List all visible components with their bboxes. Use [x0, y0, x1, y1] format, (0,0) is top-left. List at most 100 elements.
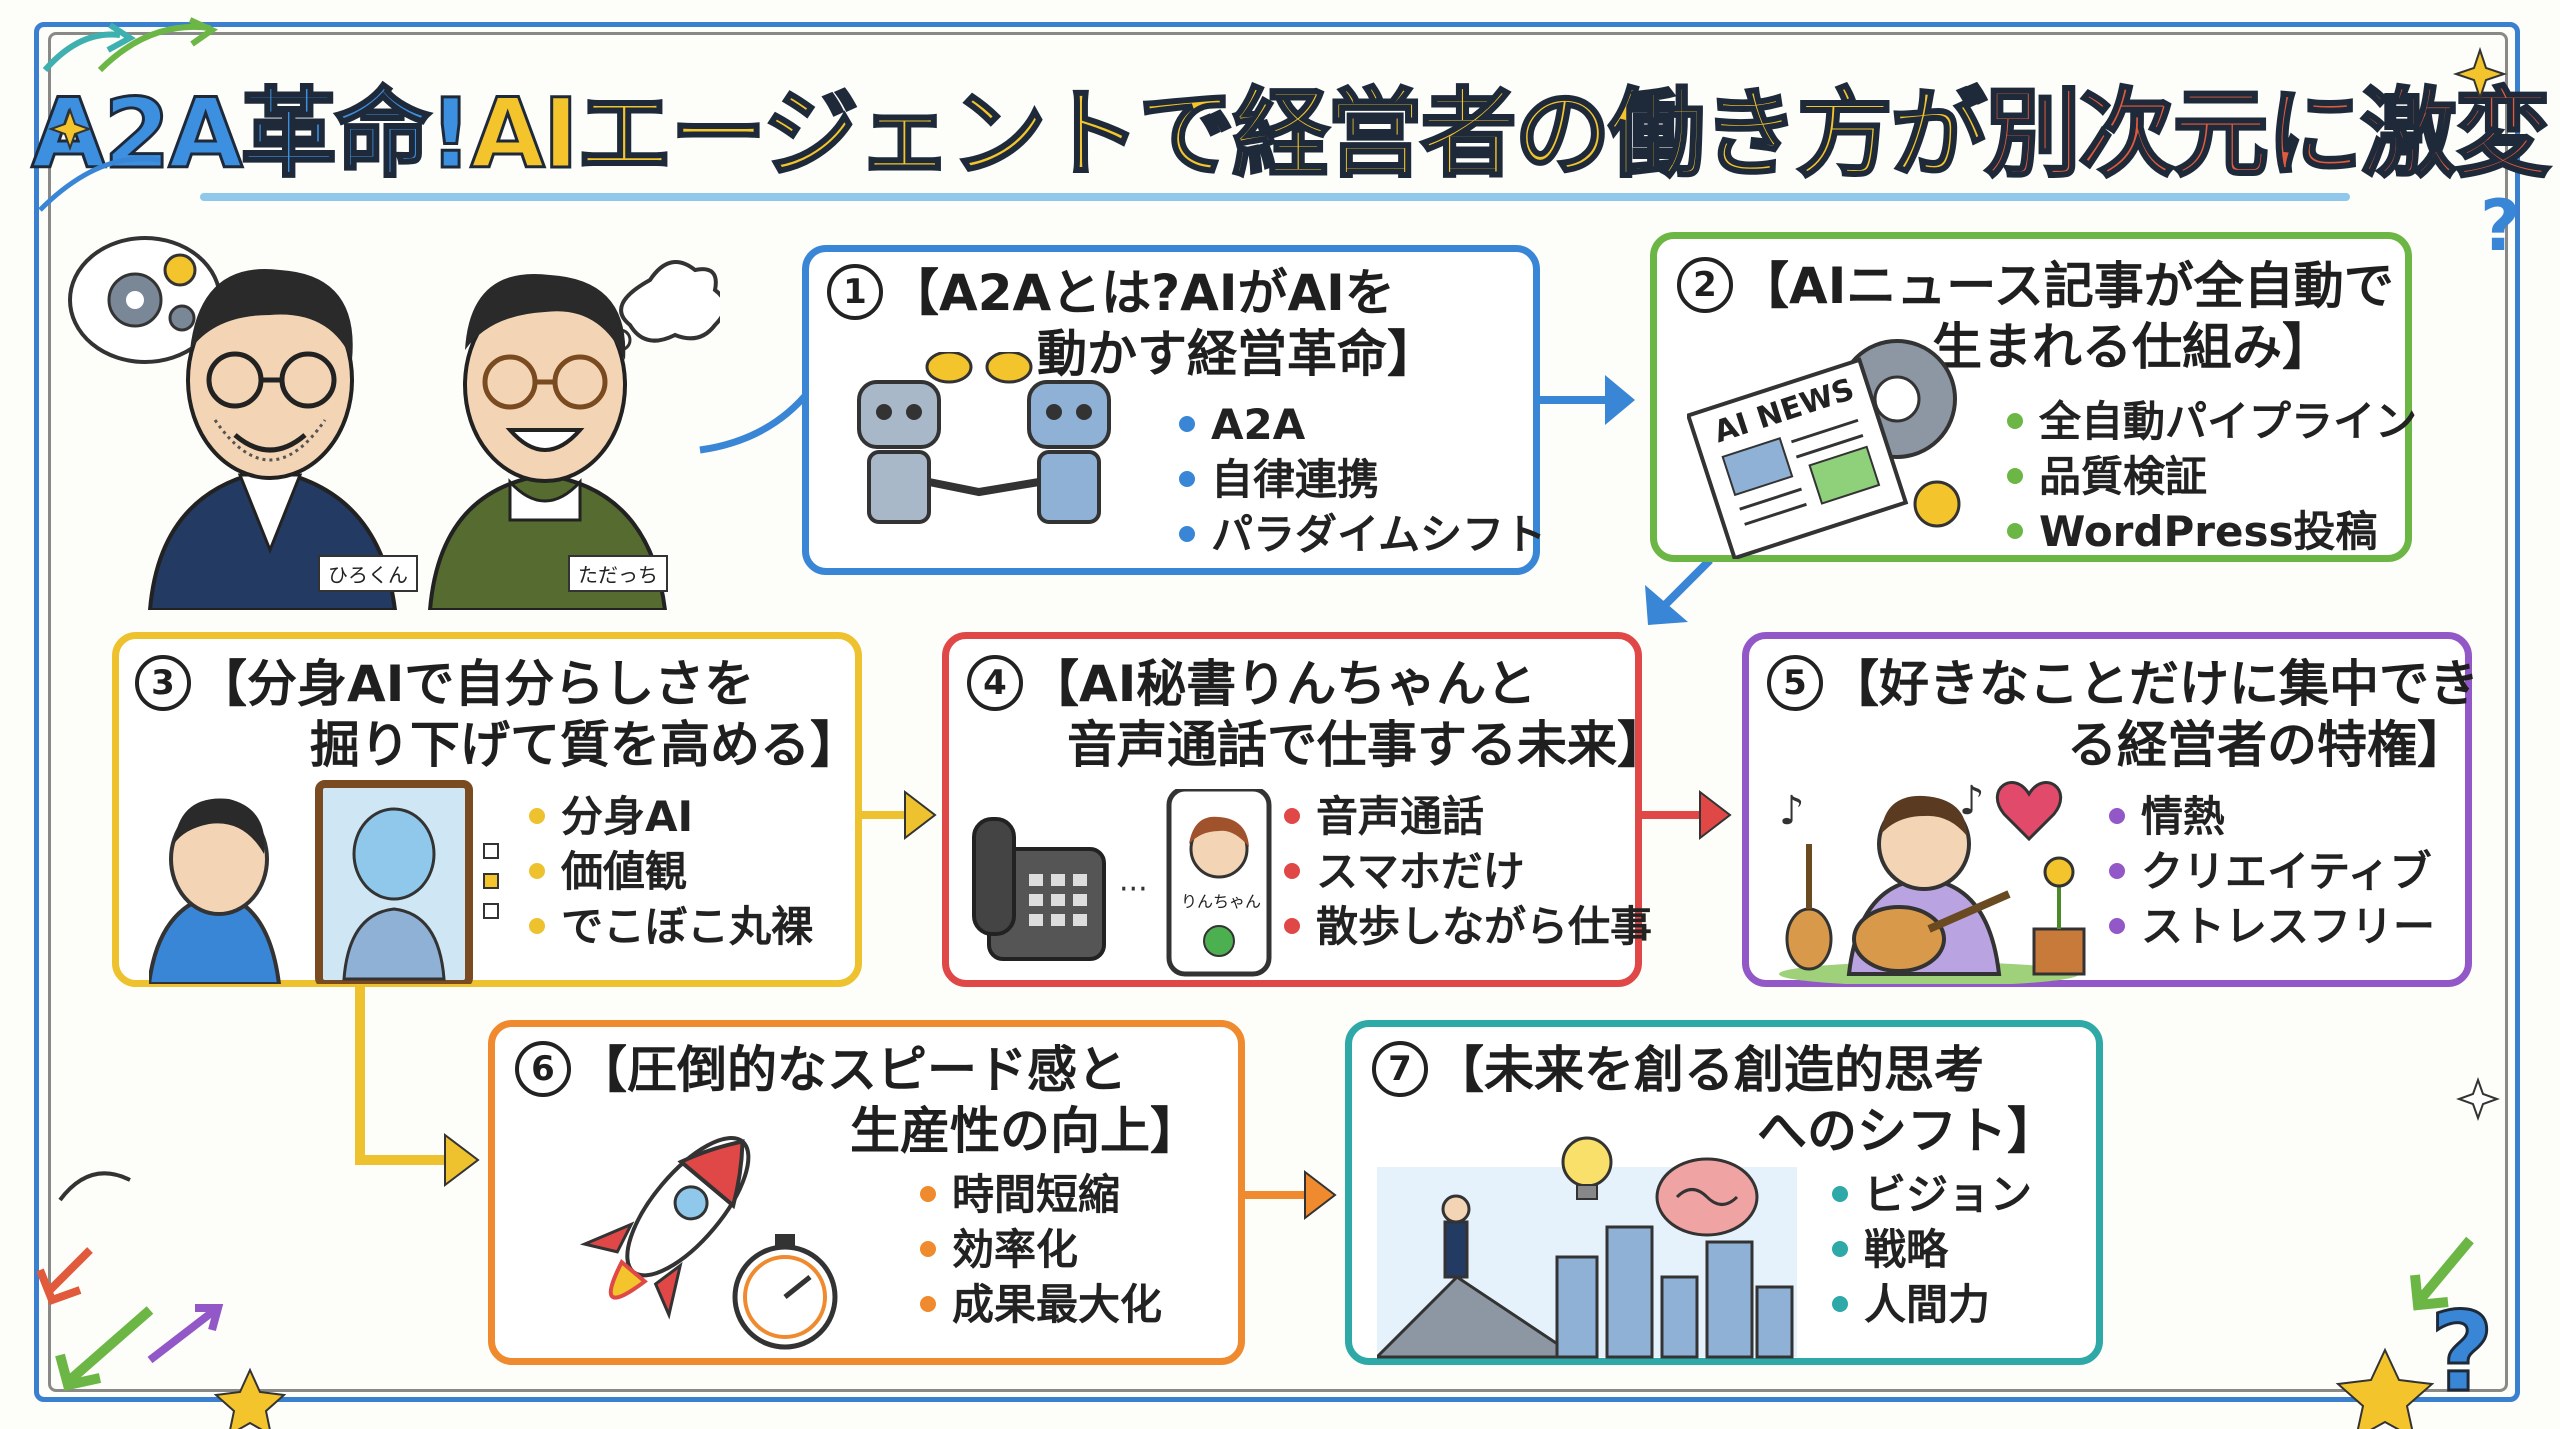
card-7-title-line2: へのシフト】	[1757, 1101, 2057, 1160]
card-6-number: 6	[515, 1040, 571, 1097]
speech-tail	[699, 387, 813, 454]
card-3-title: 3【分身AIで自分らしさを 掘り下げて質を高める】	[135, 654, 860, 774]
list-item: でこぼこ丸裸	[529, 899, 813, 954]
title-part-a2a: A2A革命!	[30, 76, 474, 191]
list-item: 人間力	[1832, 1277, 2032, 1332]
thought-cloud-icon	[619, 260, 720, 343]
list-item: WordPress投稿	[2007, 504, 2417, 559]
person-tadacchi	[427, 273, 668, 610]
list-item: ビジョン	[1832, 1167, 2032, 1222]
card-3-bullets: 分身AI 価値観 でこぼこ丸裸	[529, 789, 813, 954]
card-4-title: 4【AI秘書りんちゃんと 音声通話で仕事する未来】	[967, 654, 1667, 774]
phone-caller-label: りんちゃん	[1181, 892, 1261, 911]
lightbulb-icon	[1561, 1136, 1613, 1188]
list-item: 全自動パイプライン	[2007, 394, 2417, 449]
card-1-bullets: A2A 自律連携 パラダイムシフト	[1179, 397, 1546, 562]
robots-handshake-icon	[857, 352, 1111, 524]
question-mark-icon: ?	[2480, 185, 2521, 267]
card-2-title: 2【AIニュース記事が全自動で 生まれる仕組み】	[1677, 256, 2394, 376]
list-item: 価値観	[529, 844, 813, 899]
card-6-bullets: 時間短縮 効率化 成果最大化	[920, 1167, 1162, 1332]
card-6-title-line2: 生産性の向上】	[850, 1101, 1200, 1160]
rocket-stopwatch-icon	[579, 1135, 838, 1350]
card-3-number: 3	[135, 654, 191, 711]
swoosh-arrow-icon	[42, 31, 121, 72]
sparkle-icon	[2456, 1077, 2500, 1121]
svg-text:♪: ♪	[1959, 778, 1985, 824]
card-4-title-line1: 【AI秘書りんちゃんと	[1029, 655, 1537, 713]
list-item: ストレスフリー	[2109, 899, 2435, 954]
card-5-title-line1: 【好きなことだけに集中でき	[1829, 655, 2479, 713]
title-part-workstyle: 経営者の働き方が	[1231, 76, 1988, 191]
sparkle-icon	[48, 107, 92, 151]
card-2-ai-news: 2【AIニュース記事が全自動で 生まれる仕組み】 AI NEWS 全自動パイプラ…	[1650, 232, 2417, 562]
card-7-title-line1: 【未来を創る創造的思考	[1434, 1041, 1984, 1099]
newspaper-gear-icon: AI NEWS	[1687, 339, 1961, 559]
svg-text:···: ···	[1119, 872, 1148, 907]
card-7-title: 7【未来を創る創造的思考 へのシフト】	[1372, 1040, 2057, 1160]
card-1-title: 1【A2Aとは?AIがAIを 動かす経営革命】	[827, 263, 1437, 383]
flow-arrow-3-6	[355, 985, 455, 1165]
card-5-bullets: 情熱 クリエイティブ ストレスフリー	[2109, 789, 2435, 954]
card-6-speed: 6【圧倒的なスピード感と 生産性の向上】 時間短縮 効率化 成果最大化	[488, 1020, 1245, 1365]
card-5-title: 5【好きなことだけに集中でき る経営者の特権】	[1767, 654, 2479, 774]
card-1-title-line1: 【A2Aとは?AIがAIを	[889, 264, 1395, 322]
list-item: 時間短縮	[920, 1167, 1162, 1222]
title-underline	[200, 193, 2350, 201]
hosts-illustration	[68, 236, 720, 610]
card-2-title-line1: 【AIニュース記事が全自動で	[1739, 257, 2394, 315]
card-1-a2a: 1【A2Aとは?AIがAIを 動かす経営革命】 A2A 自律連携 パラダイムシフ…	[802, 245, 1546, 575]
list-item: 成果最大化	[920, 1277, 1162, 1332]
svg-text:♪: ♪	[1779, 788, 1805, 834]
list-item: 散歩しながら仕事	[1284, 899, 1652, 954]
list-item: 効率化	[920, 1222, 1162, 1277]
card-3-avatar-ai: 3【分身AIで自分らしさを 掘り下げて質を高める】 分身AI 価値観 でこぼこ丸…	[112, 632, 862, 987]
list-item: 情熱	[2109, 789, 2435, 844]
list-item: 音声通話	[1284, 789, 1652, 844]
card-5-passion: 5【好きなことだけに集中でき る経営者の特権】 ♪ ♪ 情熱 クリエイティブ ス…	[1742, 632, 2479, 987]
guitar-player-icon: ♪ ♪	[1779, 778, 2086, 984]
sparkle-icon	[2452, 46, 2508, 102]
phone-call-icon: ··· りんちゃん	[972, 789, 1272, 977]
list-item: パラダイムシフト	[1179, 507, 1546, 562]
card-1-number: 1	[827, 263, 883, 320]
mirror-self-icon	[149, 780, 499, 984]
card-4-number: 4	[967, 654, 1023, 711]
title-part-change: 別次元に激変	[1983, 76, 2552, 191]
card-7-bullets: ビジョン 戦略 人間力	[1832, 1167, 2032, 1332]
card-6-title-line1: 【圧倒的なスピード感と	[577, 1041, 1127, 1099]
star-icon	[213, 1367, 287, 1429]
card-6-title: 6【圧倒的なスピード感と 生産性の向上】	[515, 1040, 1200, 1160]
title-part-agent: AIエージェントで	[469, 76, 1236, 191]
vision-city-icon	[1377, 1136, 1797, 1359]
heart-icon	[1995, 781, 2063, 842]
card-5-title-line2: る経営者の特権】	[2067, 715, 2467, 774]
card-1-title-line2: 動かす経営革命】	[1037, 324, 1437, 383]
card-2-number: 2	[1677, 256, 1733, 313]
card-2-bullets: 全自動パイプライン 品質検証 WordPress投稿	[2007, 394, 2417, 559]
card-7-creative-thinking: 7【未来を創る創造的思考 へのシフト】 ビジョン 戦略 人間力	[1345, 1020, 2103, 1365]
gear-icon	[163, 253, 197, 287]
card-4-title-line2: 音声通話で仕事する未来】	[1067, 715, 1667, 774]
list-item: クリエイティブ	[2109, 844, 2435, 899]
card-2-title-line2: 生まれる仕組み】	[1932, 317, 2332, 376]
list-item: A2A	[1179, 397, 1546, 452]
list-item: 分身AI	[529, 789, 813, 844]
person-hirokun	[147, 269, 398, 610]
card-3-title-line2: 掘り下げて質を高める】	[310, 715, 860, 774]
card-3-title-line1: 【分身AIで自分らしさを	[197, 655, 755, 713]
list-item: 自律連携	[1179, 452, 1546, 507]
list-item: 戦略	[1832, 1222, 2032, 1277]
card-4-bullets: 音声通話 スマホだけ 散歩しながら仕事	[1284, 789, 1652, 954]
card-5-number: 5	[1767, 654, 1823, 711]
inner-frame	[48, 32, 2508, 1392]
flow-arrow-2-5	[1657, 557, 1713, 613]
card-7-number: 7	[1372, 1040, 1428, 1097]
question-mark-icon: ?	[2430, 1288, 2494, 1416]
card-4-ai-secretary: 4【AI秘書りんちゃんと 音声通話で仕事する未来】 ··· りんちゃん 音声通話…	[942, 632, 1667, 987]
name-tag-tadacchi: ただっち	[568, 555, 668, 592]
name-tag-hirokun: ひろくん	[318, 555, 418, 592]
outer-frame	[34, 22, 2520, 1402]
